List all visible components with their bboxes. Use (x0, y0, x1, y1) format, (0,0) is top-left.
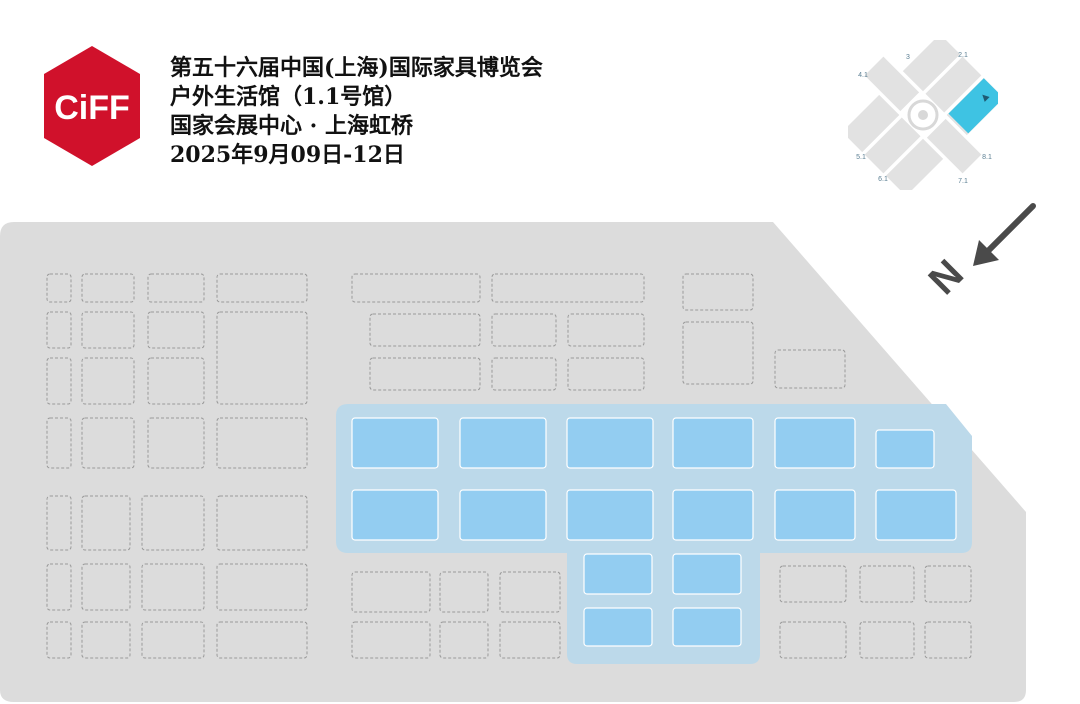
highlighted-booth[interactable] (459, 489, 547, 541)
booth[interactable] (351, 273, 481, 303)
highlighted-booth[interactable] (566, 489, 654, 541)
exhibition-dates: 2025年9月09日-12日 (170, 142, 405, 168)
hall-name: 户外生活馆（1.1号馆） (170, 84, 407, 110)
highlighted-booth[interactable] (351, 489, 439, 541)
booth[interactable] (46, 357, 72, 405)
booth[interactable] (147, 417, 205, 469)
booth[interactable] (439, 621, 489, 659)
north-arrow-icon: N (921, 203, 1036, 304)
booth[interactable] (141, 563, 205, 611)
venue-name: 国家会展中心 · 上海虹桥 (170, 113, 413, 139)
booth[interactable] (779, 565, 847, 603)
booth[interactable] (216, 621, 308, 659)
booth[interactable] (81, 563, 131, 611)
hall-label: 5.1 (856, 154, 866, 161)
booth[interactable] (682, 321, 754, 385)
hall-label: 2.1 (958, 52, 968, 59)
exhibition-info: 第五十六届中国(上海)国际家具博览会 户外生活馆（1.1号馆） 国家会展中心 ·… (170, 54, 543, 170)
booth[interactable] (46, 495, 72, 551)
booth[interactable] (369, 313, 481, 347)
booth[interactable] (491, 357, 557, 391)
highlighted-hall (948, 78, 998, 134)
booth[interactable] (216, 273, 308, 303)
booth[interactable] (567, 313, 645, 347)
highlighted-booth[interactable] (774, 489, 856, 541)
hall-label: 6.1 (878, 176, 888, 183)
highlighted-booth[interactable] (583, 553, 653, 595)
booth[interactable] (682, 273, 754, 311)
exhibition-title: 第五十六届中国(上海)国际家具博览会 (170, 55, 543, 81)
booth[interactable] (81, 273, 135, 303)
booth[interactable] (859, 565, 915, 603)
highlighted-booth[interactable] (875, 429, 935, 469)
booth[interactable] (147, 311, 205, 349)
logo-hexagon (44, 46, 140, 166)
booth[interactable] (81, 357, 135, 405)
booth[interactable] (499, 571, 561, 613)
booth[interactable] (46, 563, 72, 611)
highlighted-booth[interactable] (672, 489, 754, 541)
booth[interactable] (141, 495, 205, 551)
hall-label: 8.1 (982, 154, 992, 161)
logo-text: CiFF (54, 89, 130, 127)
booth[interactable] (924, 621, 972, 659)
highlighted-booth[interactable] (459, 417, 547, 469)
highlighted-booth[interactable] (875, 489, 957, 541)
booth[interactable] (859, 621, 915, 659)
north-label: N (921, 252, 973, 304)
booth[interactable] (779, 621, 847, 659)
booth[interactable] (351, 621, 431, 659)
highlighted-booth[interactable] (774, 417, 856, 469)
highlighted-booth[interactable] (583, 607, 653, 647)
booth[interactable] (216, 495, 308, 551)
booth[interactable] (774, 349, 846, 389)
booth[interactable] (81, 311, 135, 349)
ciff-logo: CiFF (44, 46, 140, 166)
booth[interactable] (81, 495, 131, 551)
highlighted-booth[interactable] (672, 417, 754, 469)
booth[interactable] (924, 565, 972, 603)
booth[interactable] (46, 273, 72, 303)
highlighted-booth[interactable] (672, 553, 742, 595)
booth[interactable] (46, 621, 72, 659)
highlighted-booth[interactable] (672, 607, 742, 647)
booth[interactable] (439, 571, 489, 613)
booth[interactable] (216, 311, 308, 405)
hall-label: 7.1 (958, 178, 968, 185)
booth[interactable] (491, 313, 557, 347)
booth[interactable] (491, 273, 645, 303)
booth[interactable] (499, 621, 561, 659)
outdoor-living-zone (336, 404, 972, 664)
highlighted-booth[interactable] (351, 417, 439, 469)
venue-overview-map: ◀ 3 2.1 4.1 5.1 6.1 7.1 8.1 (848, 40, 998, 190)
booth[interactable] (369, 357, 481, 391)
hall-label: 4.1 (858, 72, 868, 79)
booth[interactable] (216, 563, 308, 611)
hall-label: 3 (906, 54, 910, 61)
booth[interactable] (81, 621, 131, 659)
booth[interactable] (147, 273, 205, 303)
booth[interactable] (46, 311, 72, 349)
booth[interactable] (141, 621, 205, 659)
booth[interactable] (81, 417, 135, 469)
booth[interactable] (351, 571, 431, 613)
booth[interactable] (216, 417, 308, 469)
booth[interactable] (567, 357, 645, 391)
highlighted-booth[interactable] (566, 417, 654, 469)
booth[interactable] (46, 417, 72, 469)
booth[interactable] (147, 357, 205, 405)
